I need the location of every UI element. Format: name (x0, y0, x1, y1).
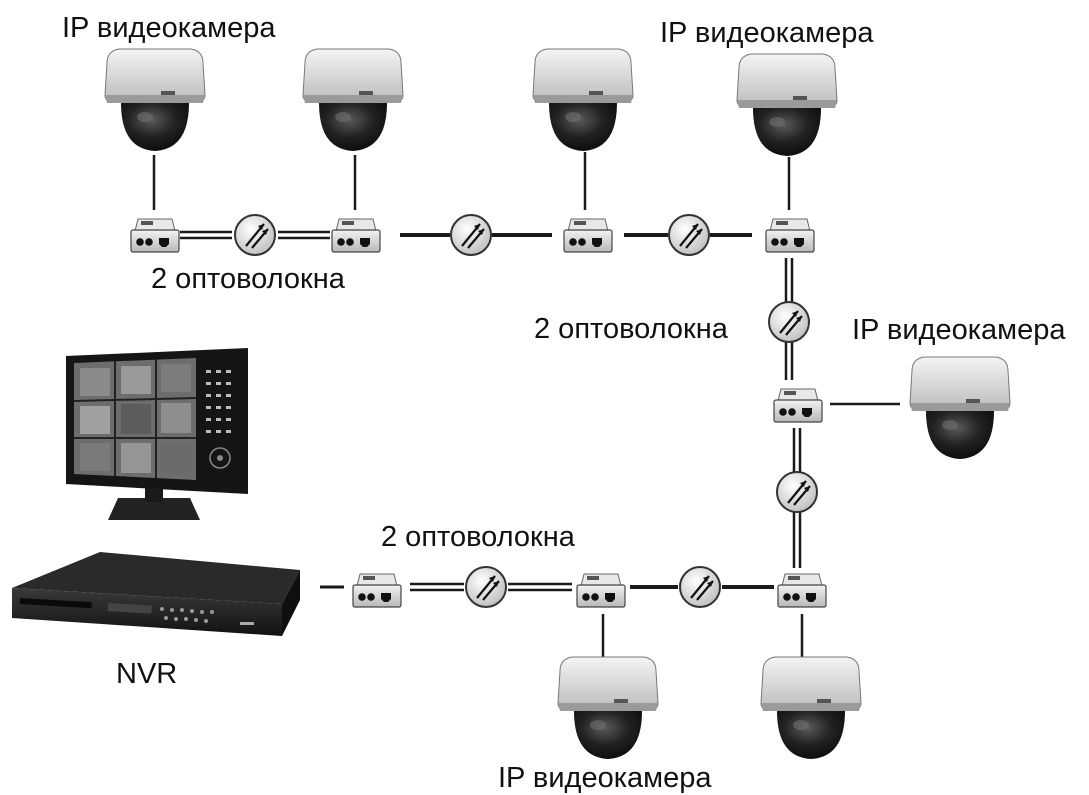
fiber-coupler-icon (667, 213, 711, 257)
label-fiber-right: 2 оптоволокна (534, 313, 729, 345)
dome-camera-icon (532, 48, 634, 152)
fiber-coupler-icon (449, 213, 493, 257)
labels: IP видеокамера IP видеокамера IP видеока… (62, 12, 1066, 794)
media-converter-icon (765, 218, 815, 253)
label-camera-bottom: IP видеокамера (498, 762, 712, 794)
fiber-coupler-icon (233, 213, 277, 257)
dome-camera-icon (909, 356, 1011, 460)
fiber-coupler-icon (464, 565, 508, 609)
label-camera-top-right: IP видеокамера (660, 17, 874, 49)
label-fiber-bottom: 2 оптоволокна (381, 521, 576, 553)
nvr-recorder-icon (12, 552, 300, 636)
media-converter-icon (773, 388, 823, 423)
media-converter-icon (777, 573, 827, 608)
camera-right (909, 356, 1011, 460)
camera-top-4 (736, 53, 838, 157)
media-converter-icon (563, 218, 613, 253)
fiber-coupler-icon (678, 565, 722, 609)
media-converter-icon (130, 218, 180, 253)
dome-camera-icon (302, 48, 404, 152)
monitor-icon (66, 348, 248, 520)
dome-camera-icon (736, 53, 838, 157)
media-converter-icon (352, 573, 402, 608)
fiber-coupler-icon (767, 300, 811, 344)
camera-top-1 (104, 48, 206, 152)
label-camera-top-left: IP видеокамера (62, 12, 276, 44)
media-converter-icon (331, 218, 381, 253)
dome-camera-icon (104, 48, 206, 152)
camera-bottom-2 (760, 656, 862, 760)
camera-bottom-1 (557, 656, 659, 760)
camera-top-2 (302, 48, 404, 152)
label-nvr: NVR (116, 658, 177, 690)
label-fiber-top: 2 оптоволокна (151, 263, 346, 295)
label-camera-right: IP видеокамера (852, 314, 1066, 346)
media-converter-icon (576, 573, 626, 608)
dome-camera-icon (557, 656, 659, 760)
dome-camera-icon (760, 656, 862, 760)
camera-top-3 (532, 48, 634, 152)
fiber-coupler-icon (775, 470, 819, 514)
connection-lines (152, 152, 900, 662)
